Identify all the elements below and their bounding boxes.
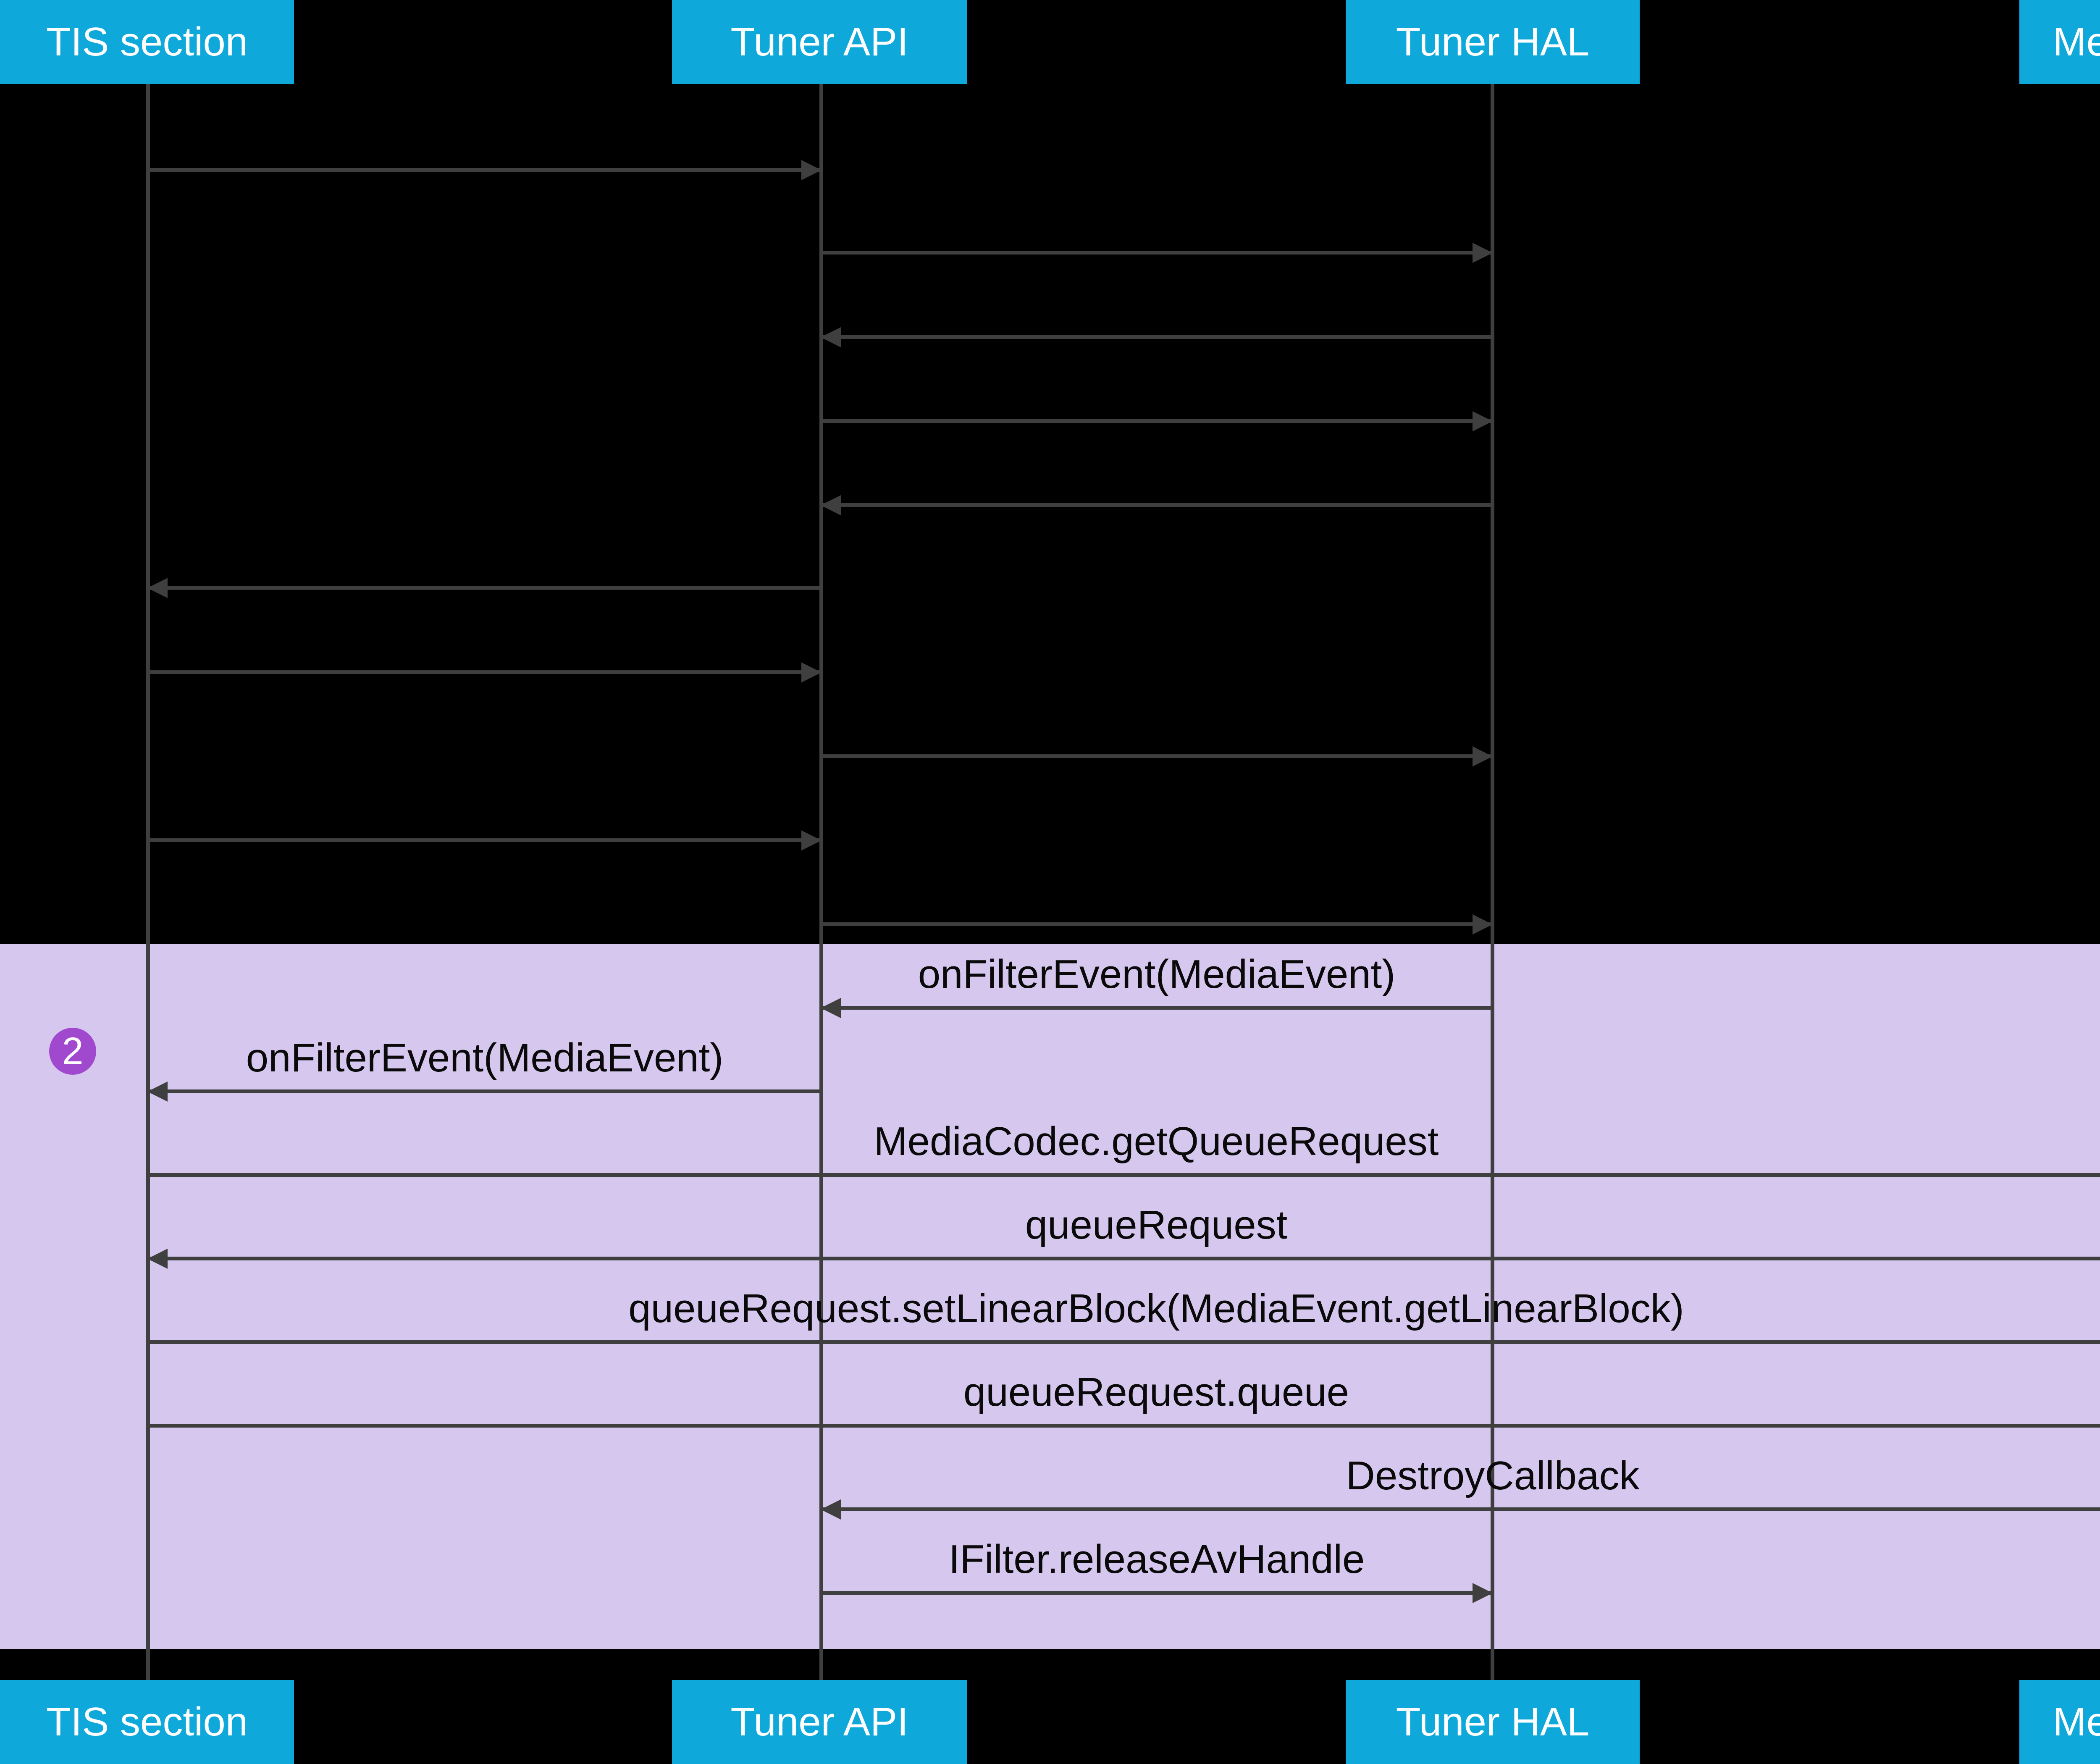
message-arrow-3 [821, 411, 1493, 431]
arrowhead-left-icon [821, 1499, 841, 1520]
message-arrow-0 [148, 160, 822, 180]
message-arrow-1 [821, 242, 1493, 263]
participant-label: Tuner API [730, 19, 908, 64]
message-label: DestroyCallback [1346, 1453, 1640, 1498]
participant-label: TIS section [46, 1699, 248, 1744]
message-arrow-15 [148, 1424, 2100, 1428]
highlight-band [0, 944, 2100, 1649]
participant-label: Tuner API [730, 1699, 908, 1744]
message-label: onFilterEvent(MediaEvent) [246, 1035, 724, 1080]
message-label: queueRequest.setLinearBlock(MediaEvent.g… [628, 1286, 1684, 1331]
participant-bottom-mediacodec: MediaCodec [2019, 1680, 2100, 1764]
lifeline-tuner-api [819, 84, 823, 1680]
message-arrow-8 [148, 830, 822, 850]
arrowhead-right-icon [1473, 1583, 1493, 1603]
participant-label: Tuner HAL [1396, 19, 1590, 64]
message-label: onFilterEvent(MediaEvent) [918, 952, 1396, 997]
message-arrow-17 [821, 1583, 1493, 1603]
message-label: MediaCodec.getQueueRequest [874, 1119, 1439, 1164]
message-arrow-7 [821, 746, 1493, 766]
arrowhead-right-icon [1473, 746, 1493, 766]
arrowhead-left-icon [821, 495, 841, 515]
participant-label: MediaCodec [2053, 1699, 2100, 1744]
message-arrow-16 [821, 1499, 2100, 1520]
participant-top-tis-section: TIS section [0, 0, 294, 84]
message-arrow-14 [148, 1340, 2100, 1344]
message-arrow-13 [147, 1248, 2100, 1269]
participant-label: MediaCodec [2053, 19, 2100, 64]
message-arrow-4 [821, 495, 1492, 515]
arrowhead-left-icon [147, 1081, 168, 1102]
message-arrow-2 [821, 327, 1492, 347]
arrowhead-left-icon [147, 578, 168, 598]
participant-label: TIS section [46, 19, 248, 64]
message-arrow-10 [821, 998, 1492, 1018]
arrowhead-right-icon [1473, 914, 1493, 934]
participant-label: Tuner HAL [1396, 1699, 1590, 1744]
arrowhead-left-icon [147, 1248, 168, 1269]
message-arrow-11 [147, 1081, 821, 1102]
message-arrow-6 [148, 662, 822, 682]
message-label: IFilter.releaseAvHandle [948, 1537, 1365, 1582]
message-label: queueRequest.queue [963, 1370, 1349, 1415]
lifeline-tis-section [146, 84, 150, 1680]
participant-bottom-tuner-api: Tuner API [672, 1680, 967, 1764]
participant-top-tuner-api: Tuner API [672, 0, 967, 84]
arrowhead-right-icon [801, 830, 822, 850]
participant-top-tuner-hal: Tuner HAL [1346, 0, 1640, 84]
step-badge-number: 2 [62, 1029, 84, 1073]
arrowhead-right-icon [1473, 242, 1493, 263]
lifeline-tuner-hal [1491, 84, 1494, 1680]
arrowhead-right-icon [801, 160, 822, 180]
message-arrow-5 [147, 578, 821, 598]
step-badge: 2 [49, 1028, 96, 1075]
participant-top-mediacodec: MediaCodec [2019, 0, 2100, 84]
arrowhead-left-icon [821, 998, 841, 1018]
participant-bottom-tuner-hal: Tuner HAL [1346, 1680, 1640, 1764]
arrowhead-right-icon [801, 662, 822, 682]
arrowhead-left-icon [821, 327, 841, 347]
arrowhead-right-icon [1473, 411, 1493, 431]
participant-bottom-tis-section: TIS section [0, 1680, 294, 1764]
message-arrow-12 [148, 1173, 2100, 1177]
message-arrow-9 [821, 914, 1493, 934]
message-label: queueRequest [1025, 1202, 1288, 1247]
